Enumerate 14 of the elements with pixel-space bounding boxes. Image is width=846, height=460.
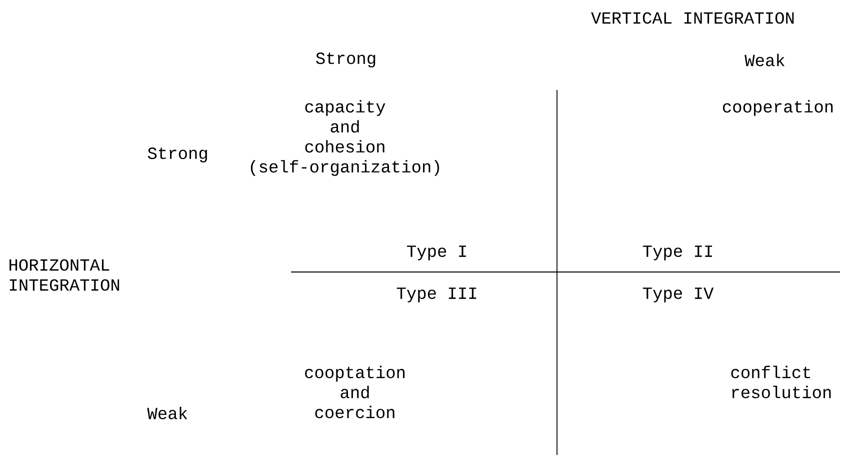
quadrant-text: cooperation [722,100,833,116]
axis-title: VERTICAL INTEGRATION [591,12,794,24]
column-heading: Weak [744,54,785,66]
type-label: Type I [407,246,466,260]
quadrant-text: conflict resolution [731,366,831,398]
column-heading: Strong [316,52,376,68]
row-heading: Weak [147,406,188,420]
axis-title: HORIZONTAL INTEGRATION [10,259,120,291]
type-label: Type III [396,288,476,302]
quadrant-text: capacity and cohesion (self-organization) [250,100,440,176]
type-label: Type IV [642,288,714,302]
quadrant-text: cooptation and coercion [305,366,404,418]
type-label: Type II [642,246,712,260]
row-heading: Strong [148,148,207,162]
